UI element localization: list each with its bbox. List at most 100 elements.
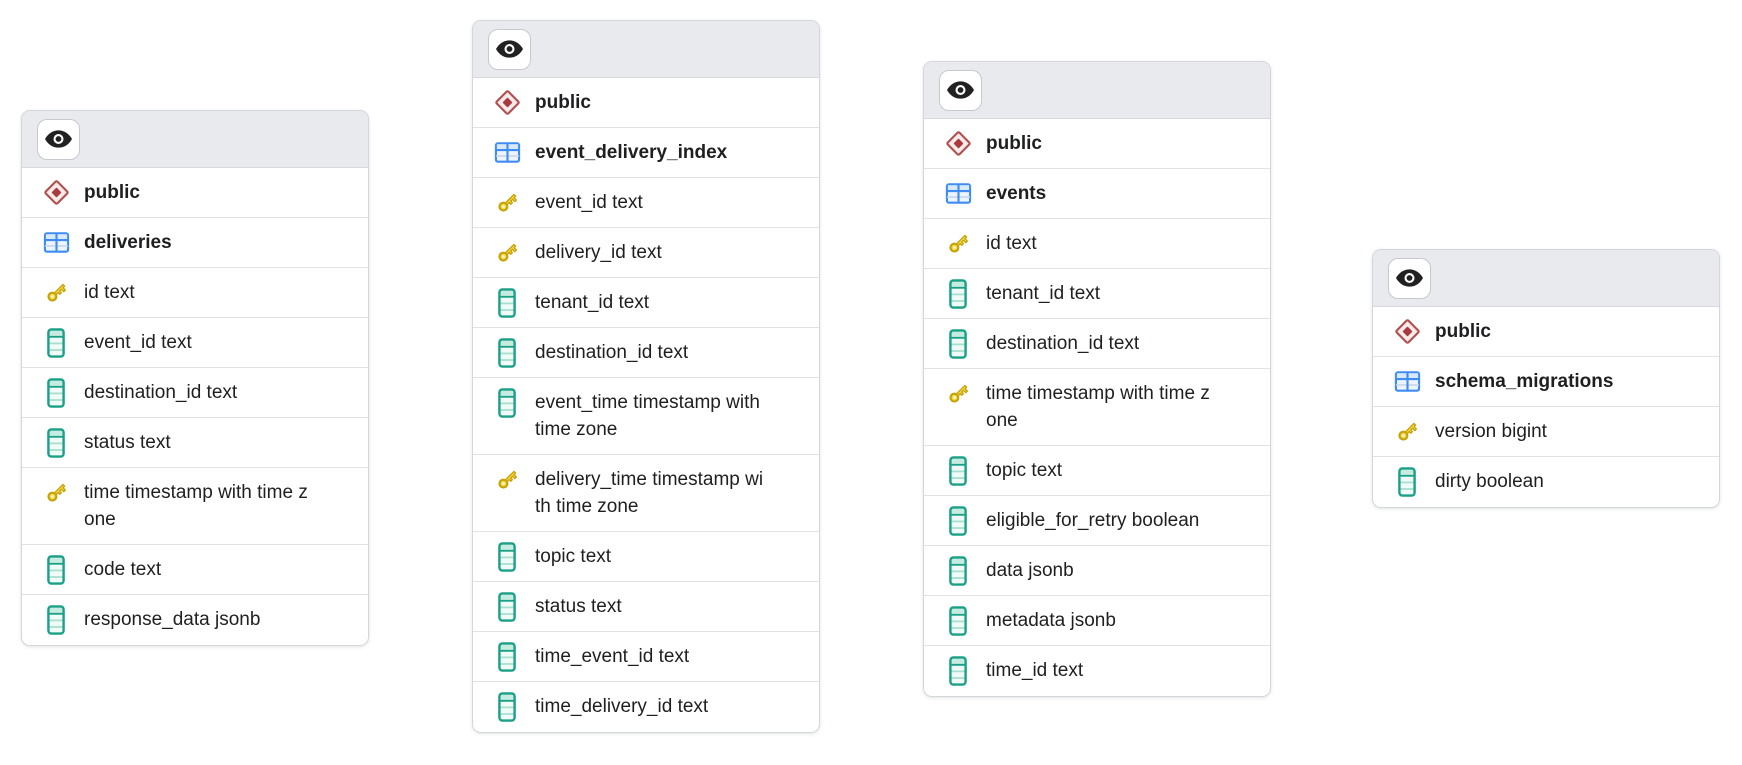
table-name-row[interactable]: event_delivery_index xyxy=(473,128,819,178)
table-name-row[interactable]: deliveries xyxy=(22,218,368,268)
toggle-visibility-button[interactable] xyxy=(939,69,982,111)
column-row-dirty[interactable]: dirty boolean xyxy=(1373,457,1719,507)
table-name: schema_migrations xyxy=(1435,371,1614,392)
column-icon xyxy=(942,555,974,586)
column-row-code[interactable]: code text xyxy=(22,545,368,595)
key-icon xyxy=(1391,418,1423,445)
table-card-schema_migrations: public schema_migrations xyxy=(1372,249,1720,508)
column-icon xyxy=(942,455,974,486)
column-label: id text xyxy=(84,282,135,303)
column-icon xyxy=(491,691,523,722)
schema-icon xyxy=(491,89,523,116)
key-icon xyxy=(40,279,72,306)
column-label: destination_id text xyxy=(535,342,689,363)
column-row-tenant_id[interactable]: tenant_id text xyxy=(924,269,1270,319)
column-label: tenant_id text xyxy=(986,283,1101,304)
schema-row[interactable]: public xyxy=(924,119,1270,169)
column-label: topic text xyxy=(986,460,1063,481)
schema-row[interactable]: public xyxy=(473,78,819,128)
table-icon xyxy=(40,229,72,256)
column-icon xyxy=(40,377,72,408)
column-row-data[interactable]: data jsonb xyxy=(924,546,1270,596)
column-row-id[interactable]: id text xyxy=(924,219,1270,269)
column-label: delivery_time timestamp with time zone xyxy=(535,469,764,517)
column-icon xyxy=(40,554,72,585)
column-row-destination_id[interactable]: destination_id text xyxy=(473,328,819,378)
column-row-metadata[interactable]: metadata jsonb xyxy=(924,596,1270,646)
column-label: tenant_id text xyxy=(535,292,650,313)
schema-name: public xyxy=(84,182,140,203)
column-row-time[interactable]: time timestamp with time zone xyxy=(924,369,1270,446)
column-row-destination_id[interactable]: destination_id text xyxy=(22,368,368,418)
toggle-visibility-button[interactable] xyxy=(37,118,80,160)
table-card-header xyxy=(473,21,819,78)
column-row-event_id[interactable]: event_id text xyxy=(22,318,368,368)
column-row-eligible_for_retry[interactable]: eligible_for_retry boolean xyxy=(924,496,1270,546)
table-name-row[interactable]: events xyxy=(924,169,1270,219)
table-card-header xyxy=(22,111,368,168)
column-label: event_time timestamp with time zone xyxy=(535,392,760,440)
table-card-deliveries: public deliveries xyxy=(21,110,369,646)
schema-name: public xyxy=(986,133,1042,154)
table-icon xyxy=(491,139,523,166)
toggle-visibility-button[interactable] xyxy=(1388,257,1431,299)
key-icon xyxy=(942,230,974,257)
column-row-status[interactable]: status text xyxy=(22,418,368,468)
column-label: dirty boolean xyxy=(1435,471,1544,492)
column-label: event_id text xyxy=(535,192,643,213)
column-row-time[interactable]: time timestamp with time zone xyxy=(22,468,368,545)
column-icon xyxy=(491,591,523,622)
column-label: destination_id text xyxy=(84,382,238,403)
table-name: events xyxy=(986,183,1047,204)
column-row-topic[interactable]: topic text xyxy=(924,446,1270,496)
schema-row[interactable]: public xyxy=(1373,307,1719,357)
column-row-event_id[interactable]: event_id text xyxy=(473,178,819,228)
table-icon xyxy=(1391,368,1423,395)
column-label: destination_id text xyxy=(986,333,1140,354)
column-label: delivery_id text xyxy=(535,242,662,263)
column-row-id[interactable]: id text xyxy=(22,268,368,318)
column-label: id text xyxy=(986,233,1037,254)
column-label: status text xyxy=(535,596,622,617)
column-icon xyxy=(1391,466,1423,497)
table-card-event_delivery_index: public event_delivery_index xyxy=(472,20,820,733)
key-icon xyxy=(491,189,523,216)
table-name: deliveries xyxy=(84,232,172,253)
column-row-status[interactable]: status text xyxy=(473,582,819,632)
column-label: time timestamp with time zone xyxy=(84,482,308,530)
column-label: data jsonb xyxy=(986,560,1074,581)
schema-row[interactable]: public xyxy=(22,168,368,218)
key-icon xyxy=(40,479,72,506)
column-icon xyxy=(491,287,523,318)
column-label: version bigint xyxy=(1435,421,1547,442)
column-row-destination_id[interactable]: destination_id text xyxy=(924,319,1270,369)
column-icon xyxy=(942,328,974,359)
column-row-version[interactable]: version bigint xyxy=(1373,407,1719,457)
table-name-row[interactable]: schema_migrations xyxy=(1373,357,1719,407)
column-label: time_id text xyxy=(986,660,1084,681)
schema-icon xyxy=(1391,318,1423,345)
column-label: metadata jsonb xyxy=(986,610,1116,631)
table-card-header xyxy=(1373,250,1719,307)
column-row-time_event_id[interactable]: time_event_id text xyxy=(473,632,819,682)
column-row-delivery_id[interactable]: delivery_id text xyxy=(473,228,819,278)
column-row-topic[interactable]: topic text xyxy=(473,532,819,582)
column-label: code text xyxy=(84,559,162,580)
column-label: status text xyxy=(84,432,171,453)
column-row-time_delivery_id[interactable]: time_delivery_id text xyxy=(473,682,819,732)
column-row-response_data[interactable]: response_data jsonb xyxy=(22,595,368,645)
table-card-events: public events xyxy=(923,61,1271,697)
column-row-time_id[interactable]: time_id text xyxy=(924,646,1270,696)
column-row-tenant_id[interactable]: tenant_id text xyxy=(473,278,819,328)
column-row-event_time[interactable]: event_time timestamp with time zone xyxy=(473,378,819,455)
eye-icon xyxy=(496,40,523,58)
table-name: event_delivery_index xyxy=(535,142,728,163)
column-icon xyxy=(491,541,523,572)
column-label: time timestamp with time zone xyxy=(986,383,1210,431)
column-label: time_event_id text xyxy=(535,646,690,667)
column-icon xyxy=(942,505,974,536)
key-icon xyxy=(942,380,974,407)
toggle-visibility-button[interactable] xyxy=(488,28,531,70)
column-icon xyxy=(491,641,523,672)
column-row-delivery_time[interactable]: delivery_time timestamp with time zone xyxy=(473,455,819,532)
